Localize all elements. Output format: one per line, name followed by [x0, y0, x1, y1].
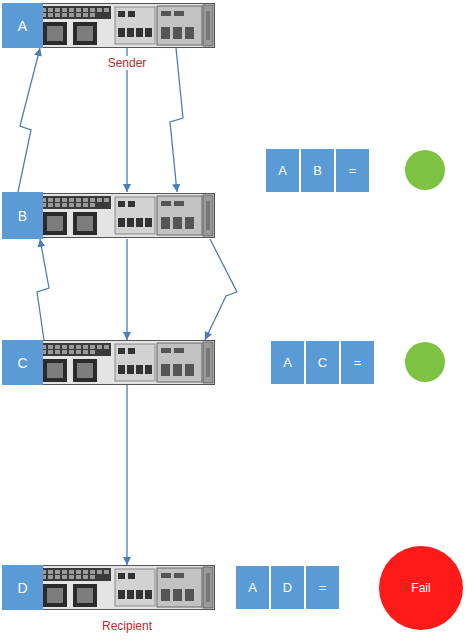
compare-text: A — [278, 163, 287, 178]
router-image — [36, 341, 215, 385]
status-circle: Fail — [378, 545, 464, 631]
role-label: Sender — [106, 56, 149, 70]
role-label: Recipient — [100, 619, 154, 633]
flow-arrow — [126, 385, 127, 565]
compare-text: = — [349, 163, 357, 178]
compare-text: = — [319, 580, 327, 595]
compare-box: = — [305, 565, 340, 610]
compare-text: = — [354, 355, 362, 370]
compare-box: D — [270, 565, 305, 610]
node-letter: D — [2, 565, 43, 610]
compare-text: B — [313, 163, 322, 178]
router-node: DRecipient — [2, 565, 215, 610]
router-image — [36, 194, 215, 238]
node-letter: A — [2, 3, 43, 48]
compare-text: D — [283, 580, 292, 595]
compare-box: A — [265, 148, 300, 193]
signal-arrow — [37, 239, 49, 340]
router-node: C — [2, 340, 215, 385]
compare-box: A — [270, 340, 305, 385]
status-dot — [405, 150, 445, 190]
compare-box: A — [235, 565, 270, 610]
node-letter: C — [2, 340, 43, 385]
signal-arrow — [18, 48, 40, 192]
router-image — [36, 4, 215, 48]
flow-arrow — [126, 239, 127, 340]
compare-box: C — [305, 340, 340, 385]
node-letter: B — [2, 192, 43, 239]
status-text: Fail — [411, 581, 430, 595]
router-node: B — [2, 192, 215, 239]
compare-box: B — [300, 148, 335, 193]
compare-text: A — [283, 355, 292, 370]
compare-box: = — [335, 148, 370, 193]
signal-arrow — [170, 48, 183, 192]
router-node: ASender — [2, 3, 215, 48]
router-image — [36, 566, 215, 610]
compare-text: C — [318, 355, 327, 370]
status-dot — [405, 342, 445, 382]
fail-circle — [379, 546, 463, 630]
compare-text: A — [248, 580, 257, 595]
compare-box: = — [340, 340, 375, 385]
signal-arrow — [205, 239, 237, 340]
